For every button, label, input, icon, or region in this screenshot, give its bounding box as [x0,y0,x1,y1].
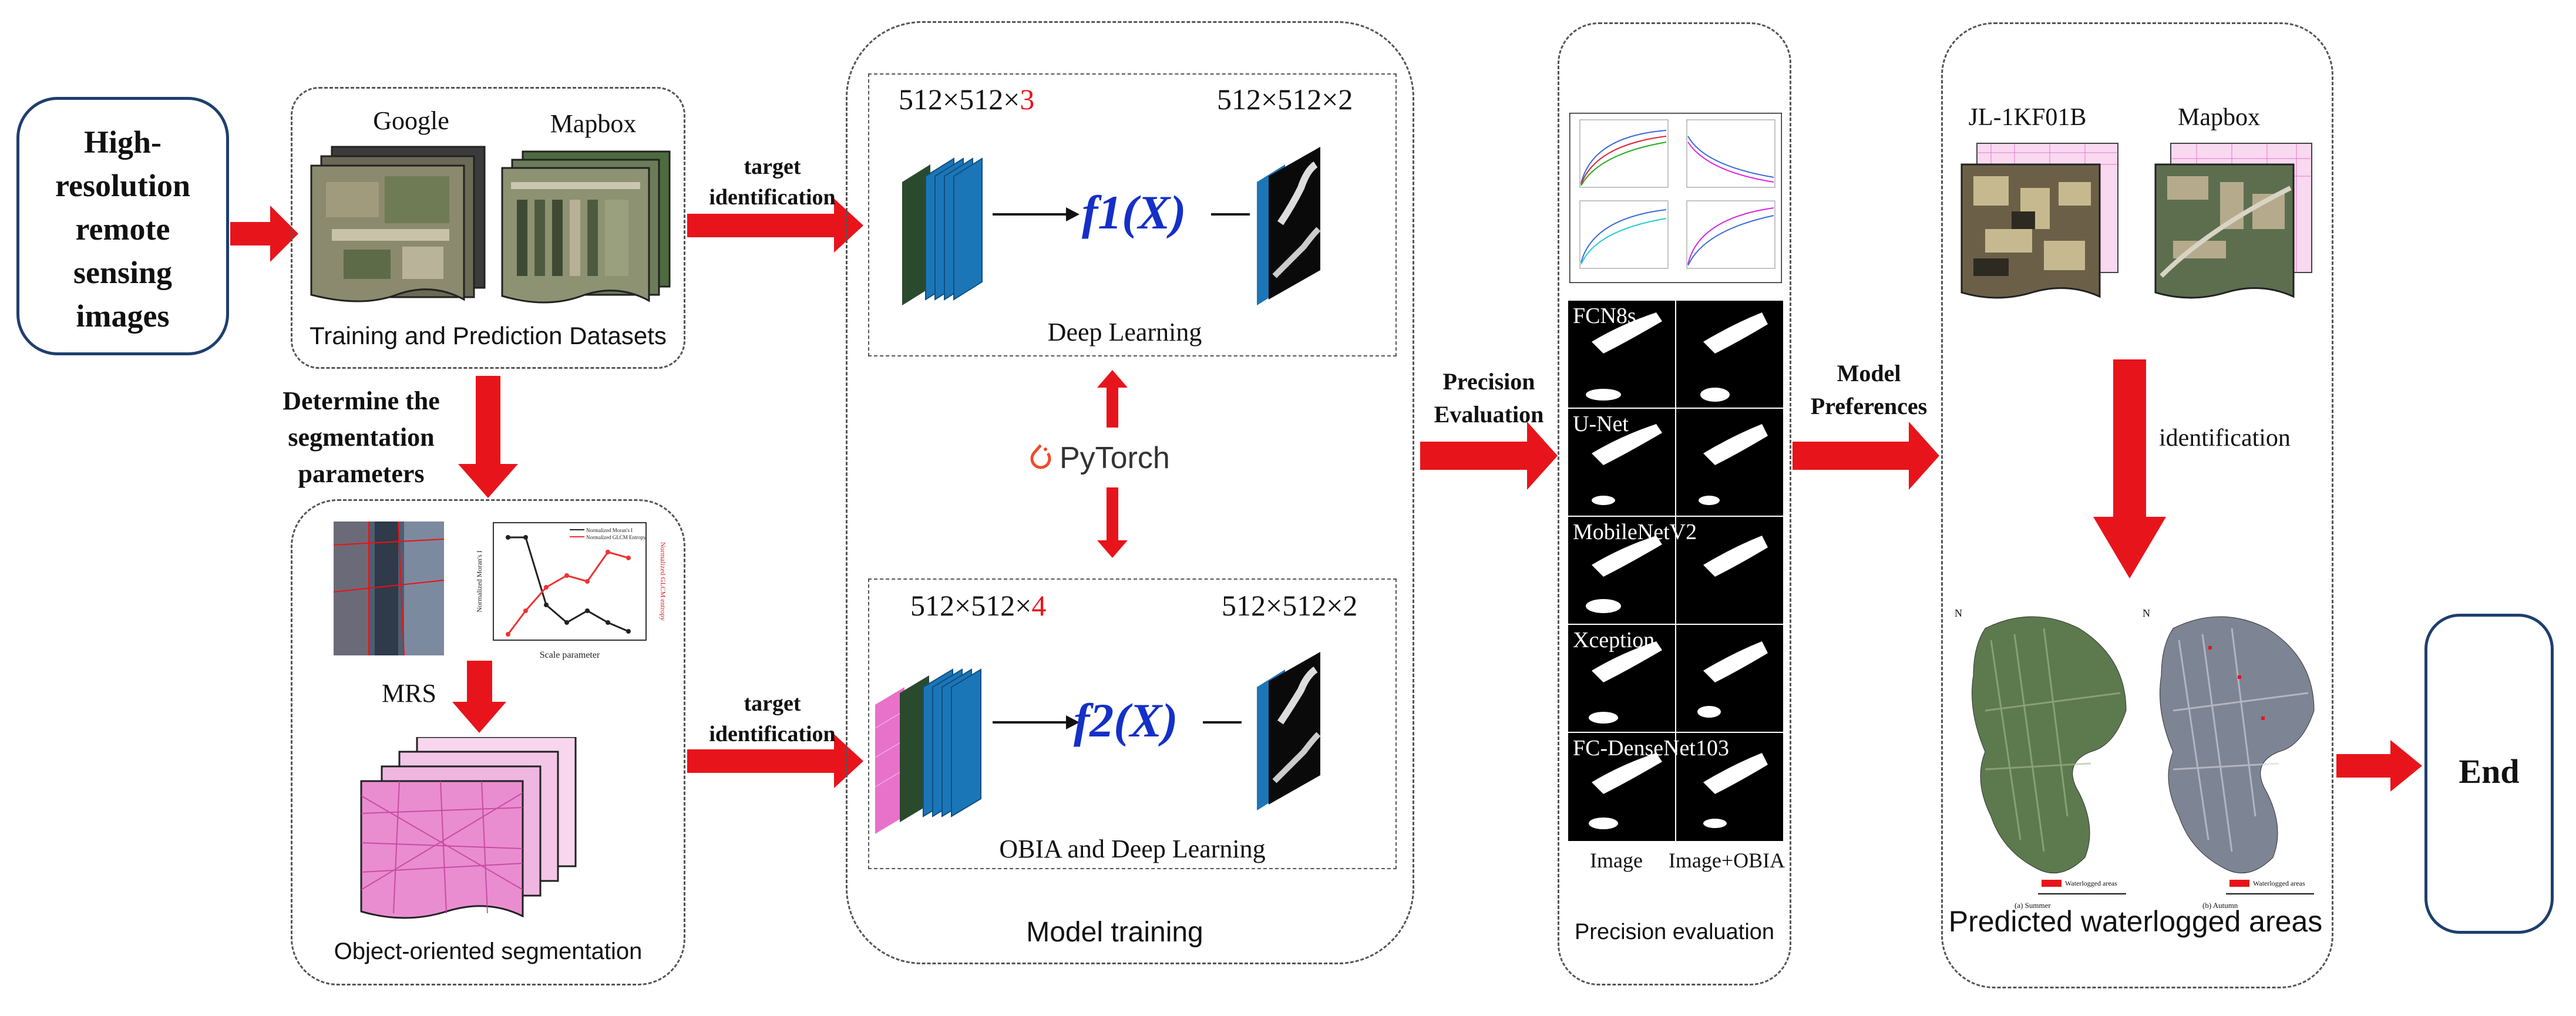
arrow-to-end [2336,740,2422,792]
datasets-caption: Training and Prediction Datasets [310,322,667,349]
map-caption-summer: (a) Summer [2015,901,2051,910]
arrow-mrs-down [452,661,506,733]
north-arrow-a: N [1955,607,1962,619]
arrow-pytorch-up [1097,370,1128,428]
chart-ylabel-right: Normalized GLCM entropy [659,542,667,621]
arrow-model-preferences [1793,422,1939,490]
obia-caption: OBIA and Deep Learning [999,835,1266,863]
column-label-image: Image [1590,849,1643,872]
dl-input-stack [902,157,983,305]
google-images-stack [310,146,486,302]
chart-legend-morans: Normalized Moran's I [586,527,633,533]
obia-input-dims: 512×512×4 [910,589,1047,622]
prediction-mapbox-stack [2154,143,2312,299]
map-caption-autumn: (b) Autumn [2202,901,2238,910]
dl-output-stack [1257,147,1321,305]
obia-input-stack [875,668,981,834]
mapbox-images-stack [501,150,671,304]
pytorch-icon [1030,444,1051,469]
precision-panel [1558,22,1791,985]
jl-images-stack [1960,143,2118,299]
end-label: End [2459,752,2520,790]
pytorch-label: PyTorch [1060,441,1170,475]
prediction-mapbox-label: Mapbox [2178,104,2260,131]
model-name-fc-densenet103: FC-DenseNet103 [1573,736,1729,761]
segmentation-results-grid: FCN8s U-Net MobileNetV2 Xception FC-Dens… [1568,301,1783,841]
obia-connector [1203,721,1242,724]
chart-legend-glcm: Normalized GLCM Entropy [586,534,646,540]
prediction-panel [1941,22,2333,988]
dl-output-dims: 512×512×2 [1217,83,1353,116]
google-label: Google [373,106,449,135]
arrow-target-identification-bottom [687,734,863,788]
precision-evaluation-arrow-label: Precision Evaluation [1434,368,1544,428]
legend-waterlogged-a: Waterlogged areas [2065,879,2117,887]
prediction-map-summer: N Waterlogged areas (a) Summer [1955,607,2127,910]
model-name-mobilenetv2: MobileNetV2 [1573,520,1697,544]
chart-ylabel-left: Normalized Moran's I [475,550,483,612]
jl-1kf01b-label: JL-1KF01B [1968,104,2087,131]
dl-input-dims: 512×512×3 [899,83,1035,116]
deep-learning-box [868,73,1397,356]
precision-panel-caption: Precision evaluation [1574,920,1775,944]
arrow-pytorch-down [1097,487,1128,558]
model-name-fcn8s: FCN8s [1573,304,1636,328]
target-identification-top-label: target identification [709,154,836,210]
identification-label: identification [2159,425,2291,452]
input-images-label: High- resolution remote sensing images [55,125,191,334]
obia-arrow-in [993,715,1080,729]
f2-function: f2(X) [1074,694,1178,747]
segmentation-parameters-label: Determine the segmentation parameters [283,386,440,488]
chart-xlabel: Scale parameter [540,650,600,660]
dl-connector [1211,213,1250,216]
prediction-map-autumn: N Waterlogged areas (b) Autumn [2143,607,2315,910]
arrow-identification-down [2093,359,2166,578]
datasets-panel [291,87,685,369]
obia-deep-learning-box [868,578,1397,869]
arrow-input-to-datasets [230,206,298,262]
mrs-label: MRS [382,679,436,708]
column-label-image-obia: Image+OBIA [1668,849,1785,872]
segmentation-result-stack [360,737,577,919]
prediction-caption: Predicted waterlogged areas [1948,905,2323,938]
model-name-xception: Xception [1573,628,1655,652]
model-preferences-arrow-label: Model Preferences [1810,360,1928,419]
mapbox-label: Mapbox [550,109,637,138]
accuracy-curves-thumbnail [1569,113,1782,283]
segmentation-caption: Object-oriented segmentation [334,938,643,964]
input-images-box [16,97,229,355]
north-arrow-b: N [2143,607,2150,619]
arrow-target-identification-top [687,199,863,253]
segmentation-sample-image [334,522,444,655]
dl-arrow-in [993,207,1080,221]
legend-waterlogged-b: Waterlogged areas [2253,879,2305,887]
scale-parameter-chart: Normalized Moran's I Normalized GLCM Ent… [475,522,667,660]
end-box [2424,614,2554,934]
model-training-panel [846,21,1414,964]
target-identification-bottom-label: target identification [709,691,836,746]
obia-output-dims: 512×512×2 [1222,589,1358,622]
arrow-precision-evaluation [1420,422,1558,490]
model-name-unet: U-Net [1573,412,1629,436]
segmentation-panel [291,499,685,985]
obia-output-stack [1257,652,1321,810]
segmentation-results-shapes [1586,312,1768,829]
model-training-caption: Model training [1026,917,1203,948]
f1-function: f1(X) [1082,186,1186,239]
deep-learning-caption: Deep Learning [1047,318,1202,346]
arrow-datasets-to-segmentation [458,376,518,498]
